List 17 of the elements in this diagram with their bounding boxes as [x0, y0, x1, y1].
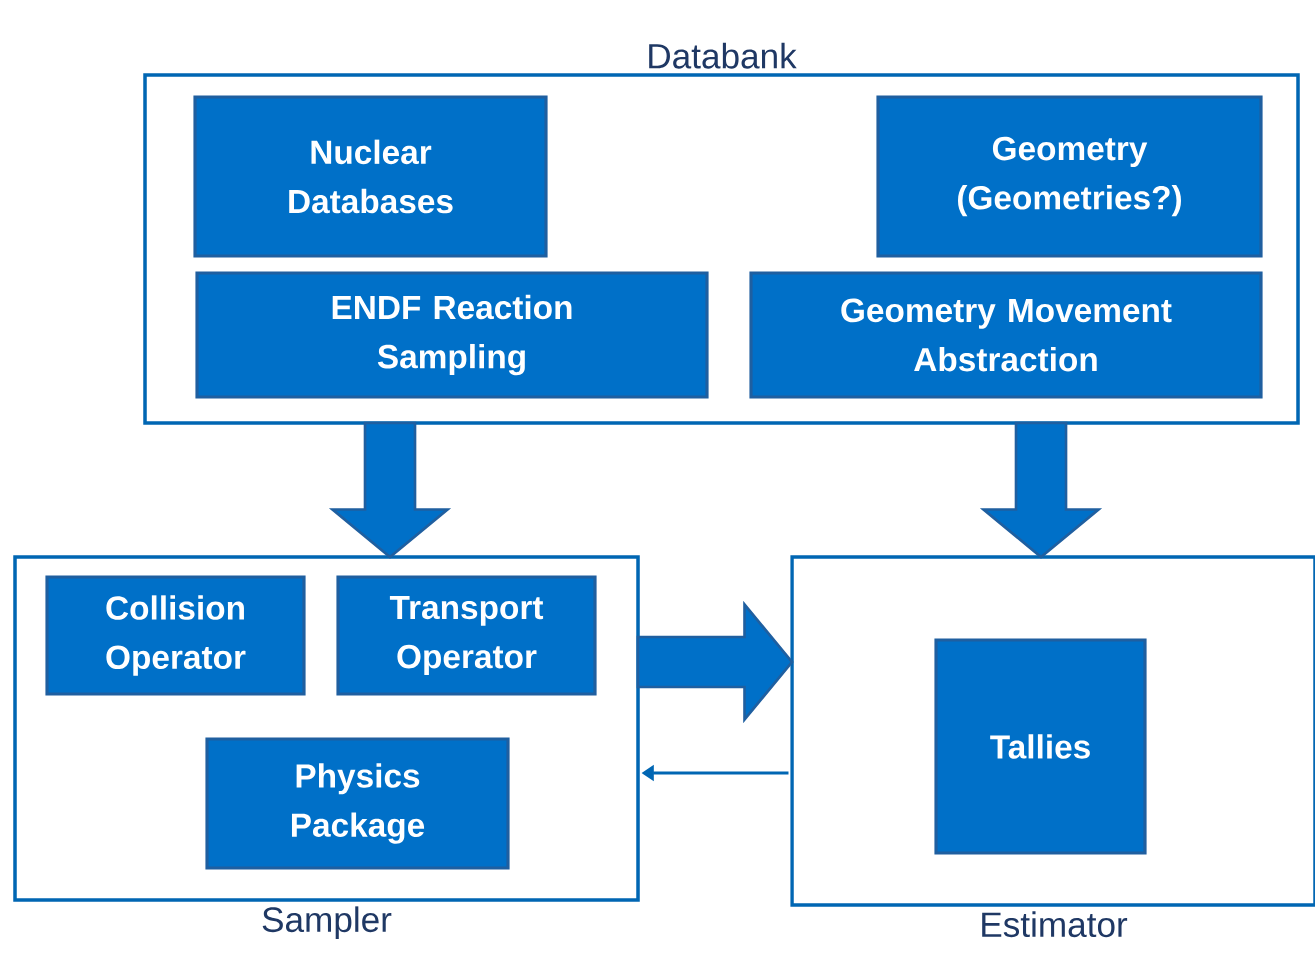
container-box [790, 555, 1315, 907]
block-arrow [979, 421, 1103, 559]
process-box: Nuclear Databases [193, 95, 548, 258]
container-box [143, 73, 1300, 425]
process-box: ENDF Reaction Sampling [195, 271, 709, 399]
process-box: Tallies [934, 638, 1147, 855]
process-box: Physics Package [205, 737, 510, 870]
process-box: Geometry Movement Abstraction [749, 271, 1263, 399]
process-box: Transport Operator [336, 575, 597, 696]
block-arrow [328, 421, 452, 559]
container-heading: Databank [649, 42, 797, 69]
container-heading: Sampler [262, 906, 392, 940]
process-box: Collision Operator [45, 575, 306, 696]
container-heading: Estimator [982, 911, 1128, 938]
container-box [13, 555, 640, 902]
block-arrow [636, 600, 794, 724]
process-box: Geometry (Geometries?) [876, 95, 1263, 258]
